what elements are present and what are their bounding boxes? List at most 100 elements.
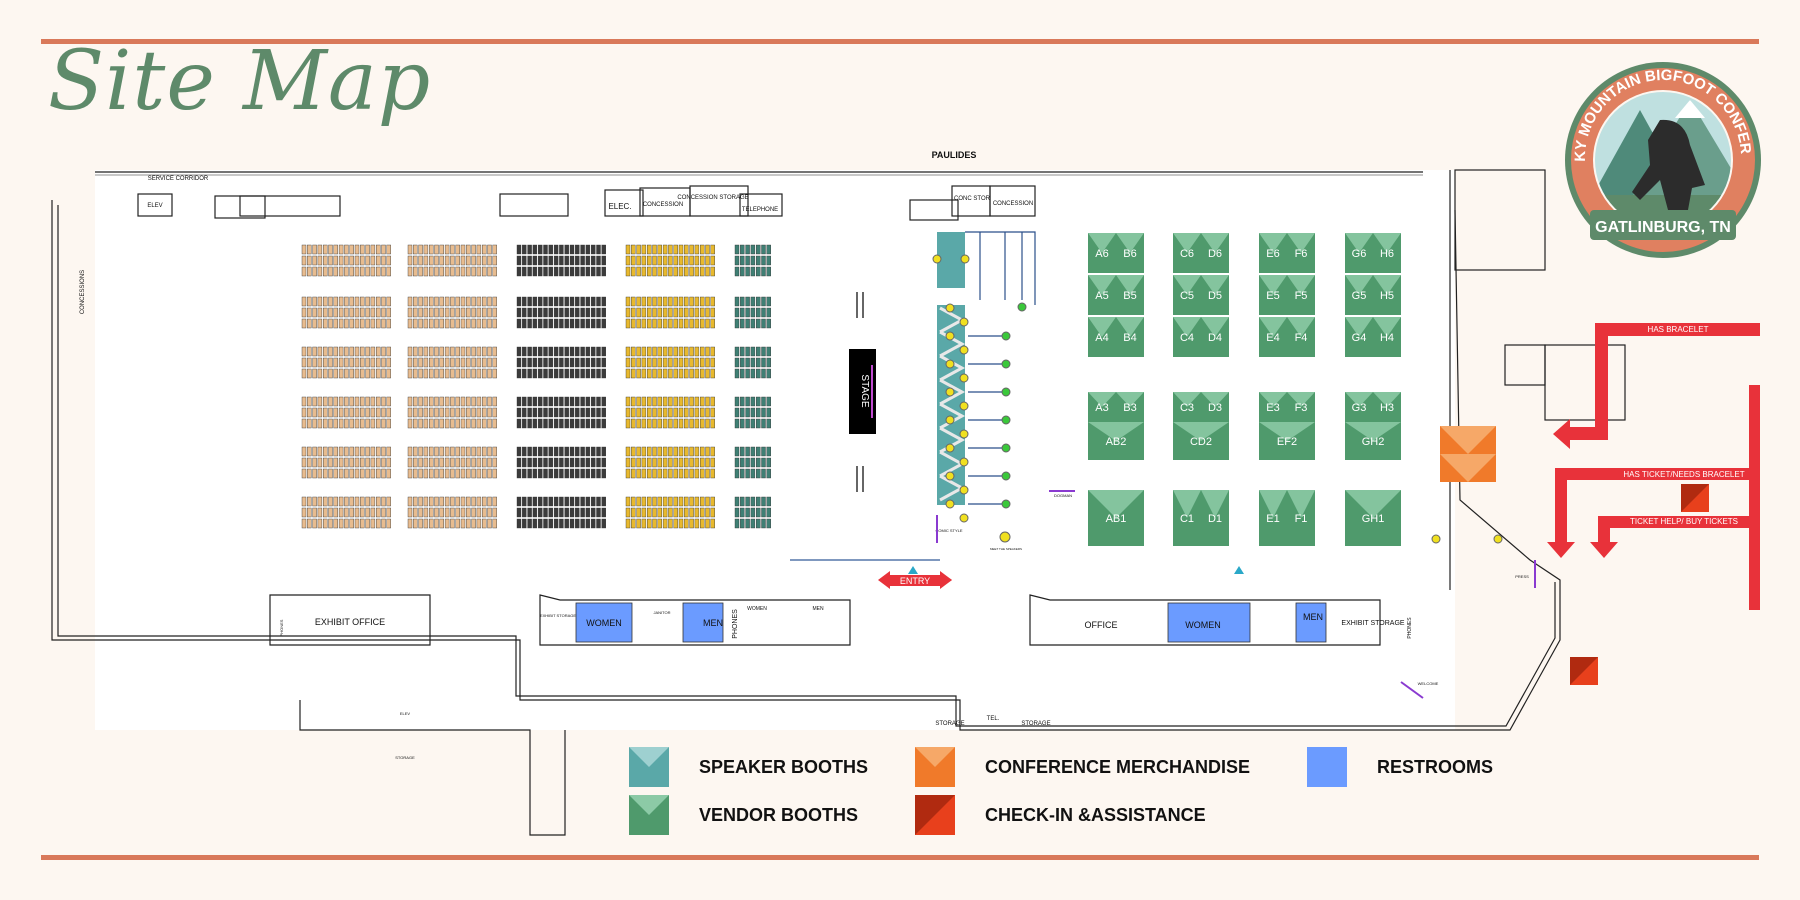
seat	[312, 518, 317, 529]
seat	[657, 296, 662, 307]
seat	[668, 507, 673, 518]
seat	[548, 307, 553, 318]
seat	[559, 357, 564, 368]
seat	[652, 307, 657, 318]
seat	[705, 457, 710, 468]
seat	[466, 446, 471, 457]
seat	[750, 357, 756, 368]
seat	[360, 368, 365, 379]
seat	[750, 255, 756, 266]
merch-booth	[1440, 426, 1496, 482]
seat	[527, 255, 532, 266]
seat	[455, 244, 460, 255]
seat	[349, 446, 354, 457]
seat	[678, 357, 684, 368]
seat	[471, 518, 476, 529]
seat	[641, 244, 647, 255]
seat	[349, 296, 354, 307]
seat	[678, 296, 684, 307]
seat	[766, 446, 771, 457]
seat	[689, 244, 694, 255]
seat	[386, 468, 391, 479]
seat	[360, 496, 365, 507]
seat	[766, 346, 771, 357]
seat	[694, 496, 700, 507]
seat	[354, 244, 360, 255]
seat	[492, 457, 497, 468]
seat	[307, 418, 312, 429]
seat	[413, 266, 418, 277]
seat	[591, 368, 596, 379]
booth-label: A5	[1095, 290, 1108, 302]
seat	[553, 518, 559, 529]
seat	[636, 307, 641, 318]
seat	[591, 407, 596, 418]
seat	[471, 507, 476, 518]
seat	[538, 418, 543, 429]
seat	[370, 468, 376, 479]
seat	[636, 407, 641, 418]
seat	[429, 418, 434, 429]
seat	[631, 266, 636, 277]
seat	[487, 418, 492, 429]
seat	[386, 346, 391, 357]
seat	[641, 318, 647, 329]
seat	[596, 255, 601, 266]
seat	[668, 446, 673, 457]
seat	[553, 244, 559, 255]
seat	[418, 507, 423, 518]
seat	[482, 368, 487, 379]
seat	[450, 446, 455, 457]
seat	[455, 266, 460, 277]
seat	[360, 318, 365, 329]
seat	[492, 307, 497, 318]
seat	[636, 418, 641, 429]
seat	[354, 255, 360, 266]
seat	[471, 255, 476, 266]
seat	[689, 307, 694, 318]
seat	[312, 457, 317, 468]
seat	[349, 518, 354, 529]
seat	[450, 496, 455, 507]
seat	[492, 446, 497, 457]
seat	[532, 457, 538, 468]
seat	[766, 518, 771, 529]
legend-speaker-booths: SPEAKER BOOTHS	[629, 747, 868, 787]
seat	[625, 296, 631, 307]
seat	[548, 255, 553, 266]
seat	[381, 266, 386, 277]
seat	[596, 468, 601, 479]
seat	[601, 496, 606, 507]
seat	[522, 296, 527, 307]
seat	[338, 468, 344, 479]
seat	[761, 346, 766, 357]
seat	[684, 418, 689, 429]
seat	[641, 368, 647, 379]
seat	[662, 457, 668, 468]
seat	[585, 296, 591, 307]
seat	[365, 318, 370, 329]
seat	[323, 446, 328, 457]
seat	[455, 418, 460, 429]
seat	[532, 266, 538, 277]
seat	[439, 446, 444, 457]
seat	[548, 244, 553, 255]
seat	[625, 255, 631, 266]
press-label: PRESS	[1515, 574, 1529, 579]
seat	[423, 244, 429, 255]
women-small-label: WOMEN	[747, 606, 767, 612]
meet-speakers-label: MEET THE SPEAKERS	[990, 547, 1022, 551]
seat	[365, 266, 370, 277]
svg-text:SMOKY MOUNTAIN BIGFOOT CONFERE: SMOKY MOUNTAIN BIGFOOT CONFERENCE	[0, 0, 1754, 162]
seat	[460, 518, 466, 529]
seat	[434, 346, 439, 357]
seat	[323, 518, 328, 529]
seat	[750, 396, 756, 407]
seat	[750, 418, 756, 429]
seat	[694, 296, 700, 307]
seat	[487, 244, 492, 255]
seat	[349, 468, 354, 479]
seat	[444, 396, 450, 407]
seat	[548, 357, 553, 368]
seat	[761, 266, 766, 277]
